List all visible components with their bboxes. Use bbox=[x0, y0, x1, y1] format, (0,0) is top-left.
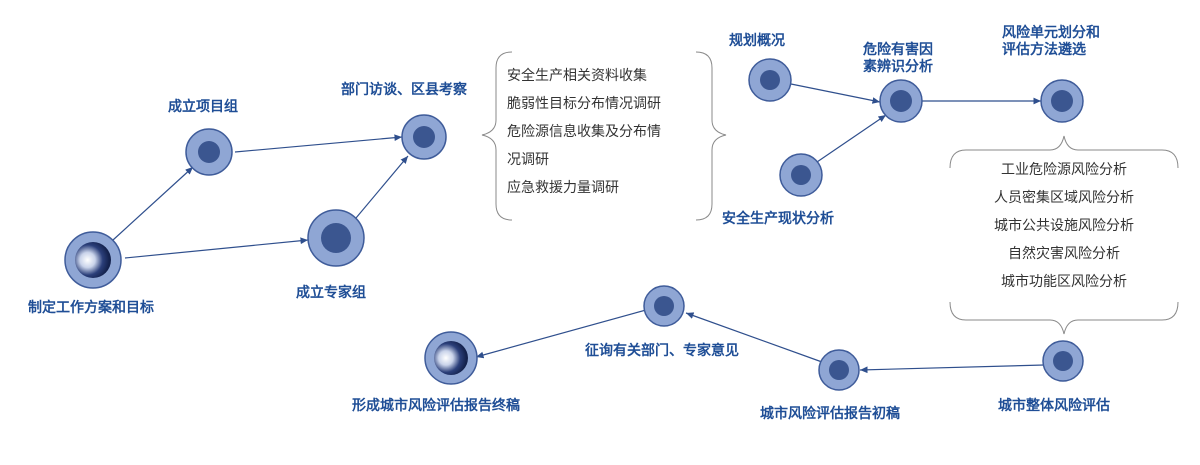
node-unit bbox=[1040, 79, 1084, 123]
survey-list: 安全生产相关资料收集 脆弱性目标分布情况调研 危险源信息收集及分布情 况调研 应… bbox=[507, 62, 661, 202]
analysis-item: 人员密集区域风险分析 bbox=[994, 190, 1134, 206]
label-hazard: 危险有害因 素辨识分析 bbox=[863, 42, 933, 76]
survey-brace-right bbox=[695, 51, 727, 221]
node-project-group bbox=[185, 128, 233, 176]
survey-brace-left bbox=[481, 51, 513, 221]
survey-item: 危险源信息收集及分布情 bbox=[507, 124, 661, 140]
survey-item: 应急救援力量调研 bbox=[507, 180, 619, 196]
edge-draft-to-consult bbox=[685, 312, 823, 363]
node-hazard bbox=[879, 79, 923, 123]
node-safety-status bbox=[779, 153, 823, 197]
label-overall: 城市整体风险评估 bbox=[998, 398, 1110, 414]
node-consult bbox=[643, 285, 685, 327]
edge-consult-to-final bbox=[475, 309, 647, 359]
label-unit-line2: 评估方法遴选 bbox=[1002, 42, 1086, 58]
label-hazard-line2: 素辨识分析 bbox=[863, 59, 933, 75]
survey-item: 安全生产相关资料收集 bbox=[507, 68, 647, 84]
node-final-report bbox=[424, 331, 478, 385]
edge-overview-to-hazard bbox=[790, 83, 881, 104]
survey-item: 脆弱性目标分布情况调研 bbox=[507, 96, 661, 112]
node-expert-group bbox=[307, 209, 365, 267]
analysis-item: 工业危险源风险分析 bbox=[1001, 162, 1127, 178]
edge-start-to-project bbox=[112, 166, 194, 241]
label-overview: 规划概况 bbox=[729, 33, 785, 49]
survey-item: 况调研 bbox=[507, 152, 549, 168]
label-hazard-line1: 危险有害因 bbox=[863, 42, 933, 58]
analysis-list: 工业危险源风险分析 人员密集区域风险分析 城市公共设施风险分析 自然灾害风险分析… bbox=[964, 156, 1164, 296]
label-safety-status: 安全生产现状分析 bbox=[722, 211, 834, 227]
node-draft-report bbox=[818, 349, 860, 391]
label-final-report: 形成城市风险评估报告终稿 bbox=[352, 398, 520, 414]
analysis-brace-bottom bbox=[949, 301, 1179, 335]
analysis-item: 城市功能区风险分析 bbox=[1001, 274, 1127, 290]
label-start: 制定工作方案和目标 bbox=[28, 300, 154, 316]
edge-project-to-interview bbox=[234, 134, 403, 153]
edge-expert-to-interview bbox=[355, 155, 409, 219]
label-project-group: 成立项目组 bbox=[168, 99, 238, 115]
analysis-brace-top bbox=[949, 135, 1179, 169]
label-unit-line1: 风险单元划分和 bbox=[1002, 25, 1100, 41]
label-draft-report: 城市风险评估报告初稿 bbox=[760, 406, 900, 422]
label-interview: 部门访谈、区县考察 bbox=[341, 82, 467, 98]
node-interview bbox=[401, 114, 447, 160]
node-overview bbox=[748, 58, 792, 102]
analysis-item: 自然灾害风险分析 bbox=[1008, 246, 1120, 262]
node-start bbox=[64, 231, 122, 289]
edge-overall-to-draft bbox=[859, 364, 1045, 374]
label-consult: 征询有关部门、专家意见 bbox=[585, 343, 739, 359]
edge-start-to-expert bbox=[124, 237, 309, 259]
label-expert-group: 成立专家组 bbox=[296, 285, 366, 301]
label-unit: 风险单元划分和 评估方法遴选 bbox=[1002, 25, 1100, 59]
node-overall bbox=[1042, 340, 1084, 382]
analysis-item: 城市公共设施风险分析 bbox=[994, 218, 1134, 234]
edge-safety-to-hazard bbox=[816, 114, 887, 163]
